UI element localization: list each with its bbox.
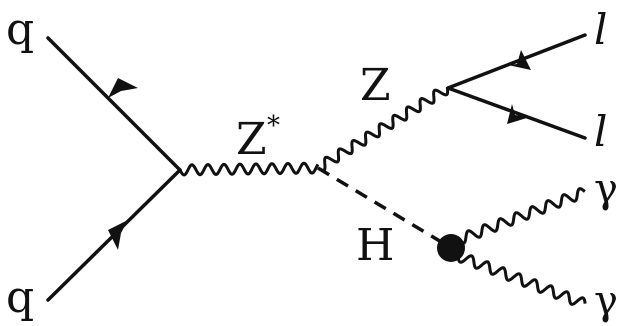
lepton-arrow-bottom bbox=[507, 104, 530, 124]
higgs-propagator bbox=[317, 166, 449, 248]
quark-arrow-bottom bbox=[108, 220, 128, 250]
label-z: Z bbox=[360, 60, 391, 111]
label-zstar: Z bbox=[236, 114, 267, 165]
effective-vertex-blob bbox=[437, 234, 465, 262]
quark-line-top bbox=[46, 36, 182, 172]
label-photon-bottom: γ bbox=[594, 278, 618, 324]
label-zstar-superscript: * bbox=[267, 111, 280, 141]
label-lepton-bottom: l bbox=[594, 107, 607, 156]
label-lepton-top: l bbox=[594, 5, 607, 54]
label-photon-top: γ bbox=[594, 166, 618, 212]
lepton-line-top bbox=[446, 33, 587, 90]
quark-arrow-top bbox=[108, 78, 138, 98]
label-higgs: H bbox=[356, 220, 394, 271]
photon-line-bottom bbox=[456, 254, 587, 306]
lepton-line-bottom bbox=[446, 86, 587, 140]
z-propagator bbox=[317, 86, 450, 172]
label-quark-bottom: q bbox=[6, 272, 34, 323]
label-quark-top: q bbox=[6, 4, 34, 55]
lepton-arrow-top bbox=[508, 50, 531, 70]
photon-line-top bbox=[457, 187, 586, 245]
zstar-propagator bbox=[178, 161, 320, 177]
